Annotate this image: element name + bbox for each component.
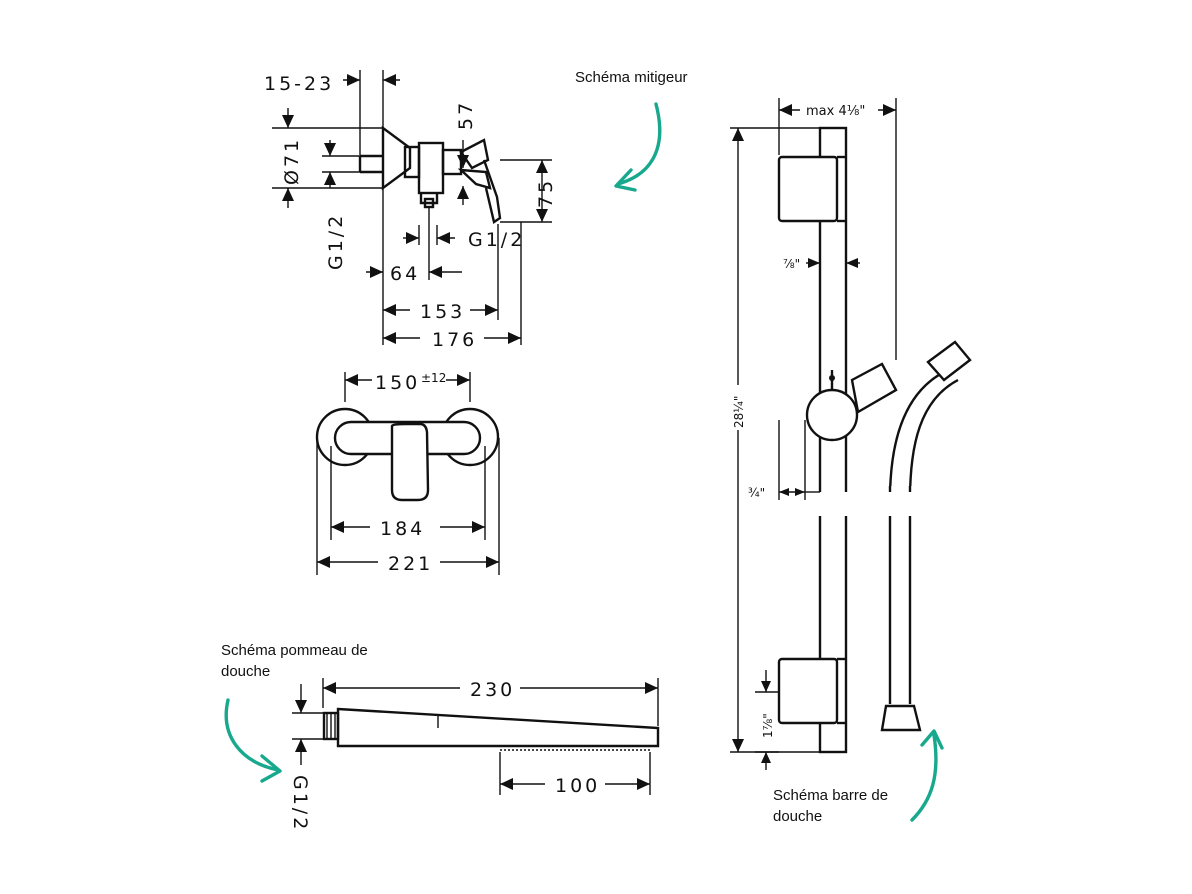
dim-153: 153 bbox=[420, 301, 465, 323]
dim-bar-178: 1⅞" bbox=[761, 713, 775, 738]
dim-230: 230 bbox=[470, 679, 515, 701]
dim-64: 64 bbox=[390, 263, 420, 285]
dim-071: Ø71 bbox=[281, 137, 303, 185]
caption-handshower: Schéma pommeau de douche bbox=[221, 642, 368, 783]
dim-150-tolerance: ±12 bbox=[421, 371, 446, 385]
dim-100: 100 bbox=[555, 775, 600, 797]
dim-bar-total: 28¼" bbox=[732, 396, 746, 428]
caption-bar-line2: douche bbox=[773, 808, 822, 825]
handshower-side-view: 230 100 G1/2 bbox=[289, 678, 660, 832]
dim-75: 75 bbox=[535, 178, 557, 208]
dim-g12-right: G1/2 bbox=[468, 229, 525, 251]
dim-150: 150 bbox=[375, 372, 420, 394]
mixer-front-view: 150 ±12 184 221 bbox=[315, 368, 500, 575]
dim-15-23: 15-23 bbox=[264, 73, 334, 95]
dim-g12-left: G1/2 bbox=[325, 213, 347, 270]
dim-184: 184 bbox=[380, 518, 425, 540]
caption-bar: Schéma barre de douche bbox=[773, 729, 944, 825]
caption-mixer-text: Schéma mitigeur bbox=[575, 69, 688, 86]
dim-g12-handshower: G1/2 bbox=[289, 775, 311, 832]
caption-mixer: Schéma mitigeur bbox=[575, 69, 688, 192]
caption-handshower-line1: Schéma pommeau de bbox=[221, 642, 368, 659]
mixer-side-view: 15-23 Ø71 G1/2 57 75 G1/2 bbox=[264, 70, 557, 351]
caption-bar-line1: Schéma barre de bbox=[773, 787, 888, 804]
dim-57: 57 bbox=[455, 100, 477, 130]
dim-bar-max: max 4⅛" bbox=[806, 104, 865, 119]
caption-handshower-line2: douche bbox=[221, 663, 270, 680]
dim-221: 221 bbox=[388, 553, 433, 575]
dim-bar-34: ¾" bbox=[748, 486, 765, 500]
dim-bar-78: ⅞" bbox=[783, 257, 800, 271]
shower-bar-view: max 4⅛" ⅞" 28¼" ¾" 1⅞" bbox=[730, 98, 972, 770]
dim-176: 176 bbox=[432, 329, 477, 351]
